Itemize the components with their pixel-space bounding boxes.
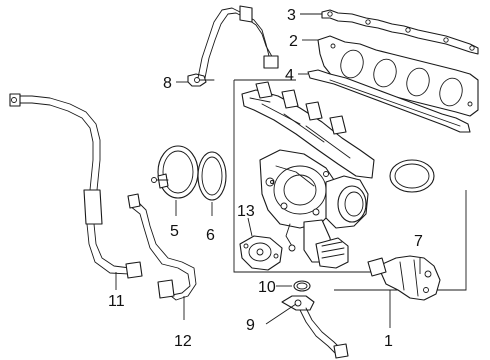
- callout-4: 4: [285, 67, 294, 84]
- part-8-bolt: [187, 73, 215, 87]
- turbo-outlet-seal-ring: [389, 159, 435, 193]
- part-4-heat-shield-strip: [307, 69, 471, 133]
- callout-2: 2: [289, 33, 298, 50]
- callout-6: 6: [206, 227, 215, 244]
- part-11-oil-line: [9, 93, 143, 290]
- callout-8: 8: [163, 75, 172, 92]
- part-9-oil-pipe: [265, 295, 349, 359]
- callout-7: 7: [414, 233, 423, 250]
- callout-9: 9: [246, 317, 255, 334]
- callout-1: 1: [384, 333, 393, 350]
- part-3-gasket-strip: [321, 9, 479, 55]
- callout-11: 11: [108, 293, 125, 310]
- part-2-manifold-gasket: [317, 35, 479, 117]
- callout-3: 3: [287, 7, 296, 24]
- upper-oil-line: [197, 5, 279, 79]
- turbocharger-manifold-assembly: [241, 81, 375, 269]
- callout-5: 5: [170, 223, 179, 240]
- callout-labels: 3 2 4 8 13 5 6 7 10 11 9 1 12: [108, 7, 423, 350]
- part-5-v-band-clamp: [151, 145, 199, 216]
- part-1-frame: [233, 79, 467, 328]
- part-13-fitting: [239, 217, 283, 271]
- part-7-actuator: [367, 255, 441, 301]
- callout-13: 13: [237, 203, 255, 220]
- part-6-gasket-ring: [197, 151, 227, 216]
- callout-leaders: [176, 13, 322, 83]
- callout-10: 10: [258, 279, 276, 296]
- part-10-o-ring: [276, 280, 311, 292]
- callout-12: 12: [174, 333, 192, 350]
- part-12-coolant-line: [127, 193, 197, 320]
